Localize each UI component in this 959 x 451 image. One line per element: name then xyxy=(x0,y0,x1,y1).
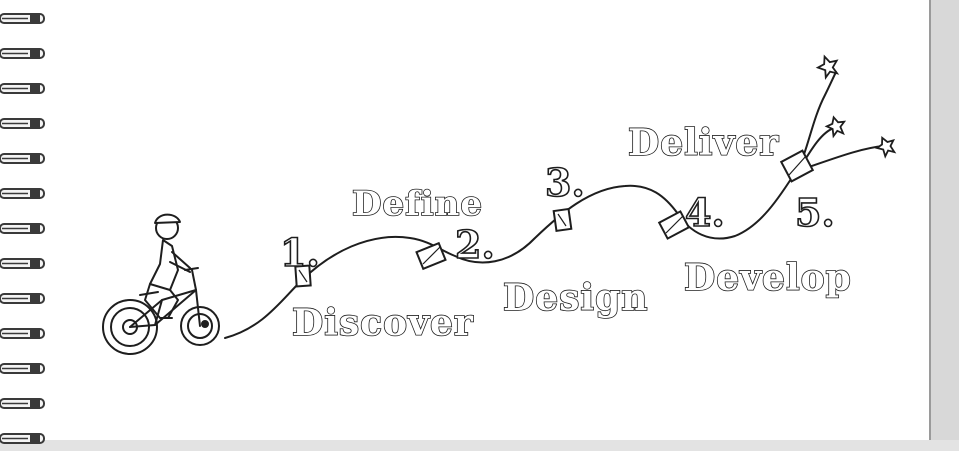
stage-label-3: Define xyxy=(352,184,483,224)
checkpoint-5 xyxy=(779,149,815,183)
stage-label-1: Discover xyxy=(292,302,474,344)
stage-label-5: Deliver xyxy=(628,122,779,164)
star-icon xyxy=(874,136,897,159)
binding-ring xyxy=(0,363,45,374)
binding-ring xyxy=(0,293,45,304)
stage-label-4: Develop xyxy=(684,257,852,299)
binding-ring xyxy=(0,188,45,199)
cyclist-icon xyxy=(102,213,220,355)
stage-label-2: Design xyxy=(503,277,648,319)
binding-ring xyxy=(0,223,45,234)
binding-ring xyxy=(0,258,45,269)
star-icon xyxy=(824,115,847,139)
checkpoint-1 xyxy=(294,264,312,288)
star-icon xyxy=(815,54,840,80)
stage-number-5: 5. xyxy=(795,190,835,235)
binding-ring xyxy=(0,118,45,129)
binding-ring xyxy=(0,48,45,59)
checkpoint-2 xyxy=(415,241,447,271)
checkpoint-3 xyxy=(552,207,573,233)
binding-ring xyxy=(0,13,45,24)
stage-number-4: 4. xyxy=(685,190,725,235)
stage-number-3: 3. xyxy=(545,160,585,205)
binding-ring xyxy=(0,83,45,94)
binding-ring xyxy=(0,328,45,339)
checkpoint-4 xyxy=(657,210,691,240)
binding-ring xyxy=(0,433,45,444)
page-edge-shadow xyxy=(930,0,959,451)
page-bottom-shadow xyxy=(0,440,959,451)
stage-number-1: 1. xyxy=(280,230,320,275)
binding-ring xyxy=(0,398,45,409)
binding-ring xyxy=(0,153,45,164)
spiral-binding xyxy=(0,13,45,444)
stage-number-2: 2. xyxy=(455,222,495,267)
